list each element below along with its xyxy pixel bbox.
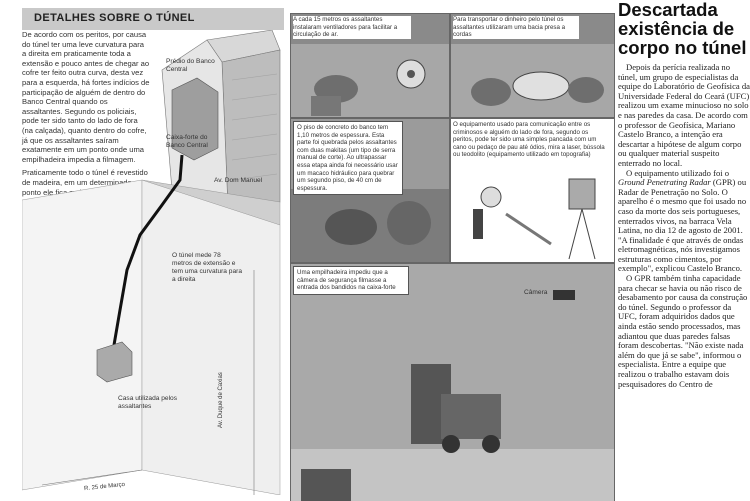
compass-icon bbox=[480, 186, 502, 208]
article-headline: Descartada existência de corpo no túnel bbox=[618, 0, 747, 58]
vault-scene bbox=[291, 264, 614, 501]
section-title: DETALHES SOBRE O TÚNEL bbox=[34, 12, 195, 24]
panel-bacia: Para transportar o dinheiro pelo túnel o… bbox=[450, 13, 615, 118]
panel-empilhadeira: Uma empilhadeira impediu que a câmera de… bbox=[290, 263, 615, 501]
article: Descartada existência de corpo no túnel … bbox=[618, 0, 750, 389]
caption-empilhadeira: Uma empilhadeira impediu que a câmera de… bbox=[293, 266, 409, 295]
label-av-duque: Av. Duque de Caxias bbox=[218, 372, 224, 428]
label-predio: Prédio do Banco Central bbox=[166, 58, 215, 73]
caption-bacia: Para transportar o dinheiro pelo túnel o… bbox=[453, 16, 579, 39]
label-camera: Câmera bbox=[524, 289, 548, 296]
intro-paragraph-1: De acordo com os peritos, por causa do t… bbox=[22, 30, 150, 164]
label-casa: Casa utilizada pelos assaltantes bbox=[118, 395, 178, 410]
vent-scene bbox=[291, 14, 449, 117]
label-av-dom-manuel: Av. Dom Manuel bbox=[214, 177, 263, 184]
section-title-bar: DETALHES SOBRE O TÚNEL bbox=[22, 8, 284, 30]
article-body: Depois da perícia realizada no túnel, um… bbox=[618, 62, 750, 389]
article-paragraph-1: Depois da perícia realizada no túnel, um… bbox=[618, 62, 750, 168]
tunnel-map-illustration bbox=[22, 30, 281, 495]
article-p2-start: O equipamento utilizado foi o bbox=[626, 167, 730, 178]
panel-ventiladores: A cada 15 metros os assaltantes instalar… bbox=[290, 13, 450, 118]
article-p2-italic: Ground Penetrating Radar bbox=[618, 177, 711, 188]
caption-vent: A cada 15 metros os assaltantes instalar… bbox=[293, 16, 411, 39]
caption-equipamento: O equipamento usado para comunicação ent… bbox=[453, 121, 608, 159]
article-paragraph-3: O GPR também tinha capacidade para checa… bbox=[618, 273, 748, 389]
label-caixa-forte: Caixa-forte do Banco Central bbox=[166, 134, 208, 149]
label-tunel: O túnel mede 78 metros de extensão e tem… bbox=[172, 252, 242, 283]
caption-piso: O piso de concreto do banco tem 1,10 met… bbox=[293, 121, 403, 196]
panel-piso: O piso de concreto do banco tem 1,10 met… bbox=[290, 118, 450, 263]
panel-equipamento: O equipamento usado para comunicação ent… bbox=[450, 118, 615, 263]
article-paragraph-2: O equipamento utilizado foi o Ground Pen… bbox=[618, 167, 750, 275]
camera-icon bbox=[553, 290, 575, 300]
article-p2-end: (GPR) ou Radar de Penetração no Solo. O … bbox=[618, 177, 747, 274]
